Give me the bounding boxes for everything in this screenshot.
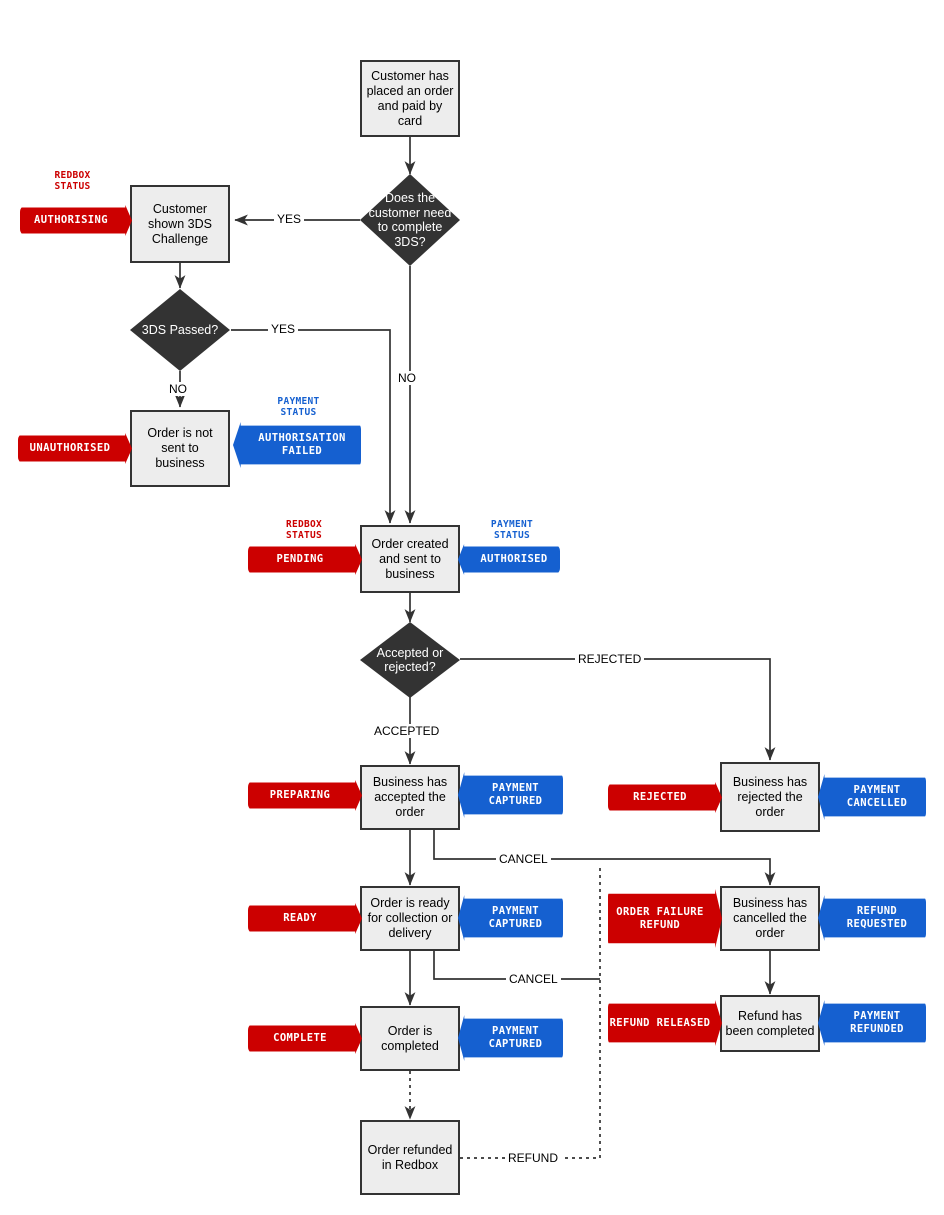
caption-payment-status-authorised: PAYMENT STATUS [490, 519, 534, 541]
status-badge-complete-label: COMPLETE [273, 1032, 327, 1044]
node-business-cancelled-label: Business has cancelled the order [732, 896, 808, 940]
node-3ds-passed-label: 3DS Passed? [141, 322, 219, 337]
node-business-rejected: Business has rejected the order [720, 762, 820, 832]
status-badge-refund-released[interactable]: REFUND RELEASED [608, 1000, 722, 1046]
node-order-not-sent: Order is not sent to business [130, 410, 230, 487]
status-badge-complete[interactable]: COMPLETE [248, 1023, 362, 1054]
node-need-3ds: Does the customer need to complete 3DS? [360, 174, 460, 266]
node-business-accepted: Business has accepted the order [360, 765, 460, 830]
node-refund-completed: Refund has been completed [720, 995, 820, 1052]
status-badge-payment-captured-ready[interactable]: PAYMENT CAPTURED [458, 895, 563, 941]
node-accepted-or-rejected: Accepted or rejected? [360, 622, 460, 698]
diamond-shape-icon [130, 289, 230, 371]
status-badge-ready[interactable]: READY [248, 903, 362, 934]
edge-label-rejected: REJECTED [575, 652, 645, 666]
node-accepted-or-rejected-label: Accepted or rejected? [376, 645, 444, 675]
edge-label-refund: REFUND [505, 1151, 561, 1165]
node-business-accepted-label: Business has accepted the order [372, 775, 448, 819]
edge-label-3ds-passed-yes: YES [268, 322, 299, 336]
status-badge-unauthorised[interactable]: UNAUTHORISED [18, 433, 132, 464]
status-badge-payment-refunded[interactable]: PAYMENT REFUNDED [818, 1000, 926, 1046]
node-order-placed: Customer has placed an order and paid by… [360, 60, 460, 137]
status-badge-authorisation-failed[interactable]: AUTHORISATION FAILED [233, 422, 361, 468]
node-shown-3ds-label: Customer shown 3DS Challenge [148, 201, 212, 246]
node-order-placed-label: Customer has placed an order and paid by… [366, 68, 454, 128]
node-shown-3ds: Customer shown 3DS Challenge [130, 185, 230, 263]
status-badge-preparing[interactable]: PREPARING [248, 780, 362, 811]
status-badge-pending-label: PENDING [276, 553, 324, 565]
diamond-shape-icon [360, 174, 460, 266]
status-badge-payment-captured-accepted[interactable]: PAYMENT CAPTURED [458, 772, 563, 818]
node-order-refunded-redbox: Order refunded in Redbox [360, 1120, 460, 1195]
node-business-cancelled: Business has cancelled the order [720, 886, 820, 951]
status-badge-ready-label: READY [283, 912, 317, 924]
caption-payment-status-authorisation-failed: PAYMENT STATUS [277, 396, 320, 418]
status-badge-refund-requested-label: REFUND REQUESTED [846, 905, 908, 930]
edge-label-accepted: ACCEPTED [371, 724, 443, 738]
status-badge-payment-cancelled[interactable]: PAYMENT CANCELLED [818, 774, 926, 820]
status-badge-payment-captured-ready-label: PAYMENT CAPTURED [488, 905, 543, 930]
node-order-ready: Order is ready for collection or deliver… [360, 886, 460, 951]
status-badge-order-failure-refund-label: ORDER FAILURE REFUND [616, 905, 704, 931]
status-badge-payment-captured-accepted-label: PAYMENT CAPTURED [488, 782, 543, 807]
node-3ds-passed: 3DS Passed? [130, 289, 230, 371]
edge-label-3ds-no: NO [395, 371, 419, 385]
status-badge-authorised-label: AUTHORISED [480, 553, 548, 565]
status-badge-authorising-label: AUTHORISING [34, 214, 108, 226]
diamond-shape-icon [360, 622, 460, 698]
status-badge-authorising[interactable]: AUTHORISING [20, 205, 132, 236]
node-need-3ds-label: Does the customer need to complete 3DS? [368, 191, 452, 249]
node-order-created: Order created and sent to business [360, 525, 460, 593]
edge-label-cancel-from-accepted: CANCEL [496, 852, 551, 866]
status-badge-authorisation-failed-label: AUTHORISATION FAILED [258, 432, 346, 457]
status-badge-unauthorised-label: UNAUTHORISED [29, 442, 111, 454]
status-badge-order-failure-refund[interactable]: ORDER FAILURE REFUND [608, 889, 722, 948]
status-badge-pending[interactable]: PENDING [248, 544, 362, 575]
status-badge-payment-refunded-label: PAYMENT REFUNDED [850, 1010, 904, 1035]
node-order-created-label: Order created and sent to business [371, 536, 449, 581]
status-badge-authorised[interactable]: AUTHORISED [458, 544, 560, 575]
edge-label-3ds-passed-no: NO [166, 382, 190, 396]
status-badge-preparing-label: PREPARING [269, 789, 331, 801]
status-badge-rejected-label: REJECTED [633, 791, 687, 803]
node-order-completed-label: Order is completed [381, 1023, 439, 1053]
status-badge-payment-captured-completed[interactable]: PAYMENT CAPTURED [458, 1015, 563, 1061]
node-order-ready-label: Order is ready for collection or deliver… [367, 896, 453, 940]
node-refund-completed-label: Refund has been completed [725, 1008, 815, 1038]
status-badge-rejected[interactable]: REJECTED [608, 782, 722, 813]
edge-label-cancel-from-ready: CANCEL [506, 972, 561, 986]
status-badge-refund-requested[interactable]: REFUND REQUESTED [818, 895, 926, 941]
node-order-not-sent-label: Order is not sent to business [147, 426, 213, 470]
caption-redbox-status-pending: REDBOX STATUS [285, 519, 323, 541]
status-badge-payment-cancelled-label: PAYMENT CANCELLED [846, 784, 908, 809]
edge-label-3ds-yes: YES [274, 212, 305, 226]
node-business-rejected-label: Business has rejected the order [732, 774, 808, 819]
node-order-refunded-redbox-label: Order refunded in Redbox [367, 1142, 453, 1172]
caption-redbox-status-authorising: REDBOX STATUS [54, 170, 91, 192]
status-badge-refund-released-label: REFUND RELEASED [609, 1016, 711, 1029]
node-order-completed: Order is completed [360, 1006, 460, 1071]
status-badge-payment-captured-completed-label: PAYMENT CAPTURED [488, 1025, 543, 1050]
